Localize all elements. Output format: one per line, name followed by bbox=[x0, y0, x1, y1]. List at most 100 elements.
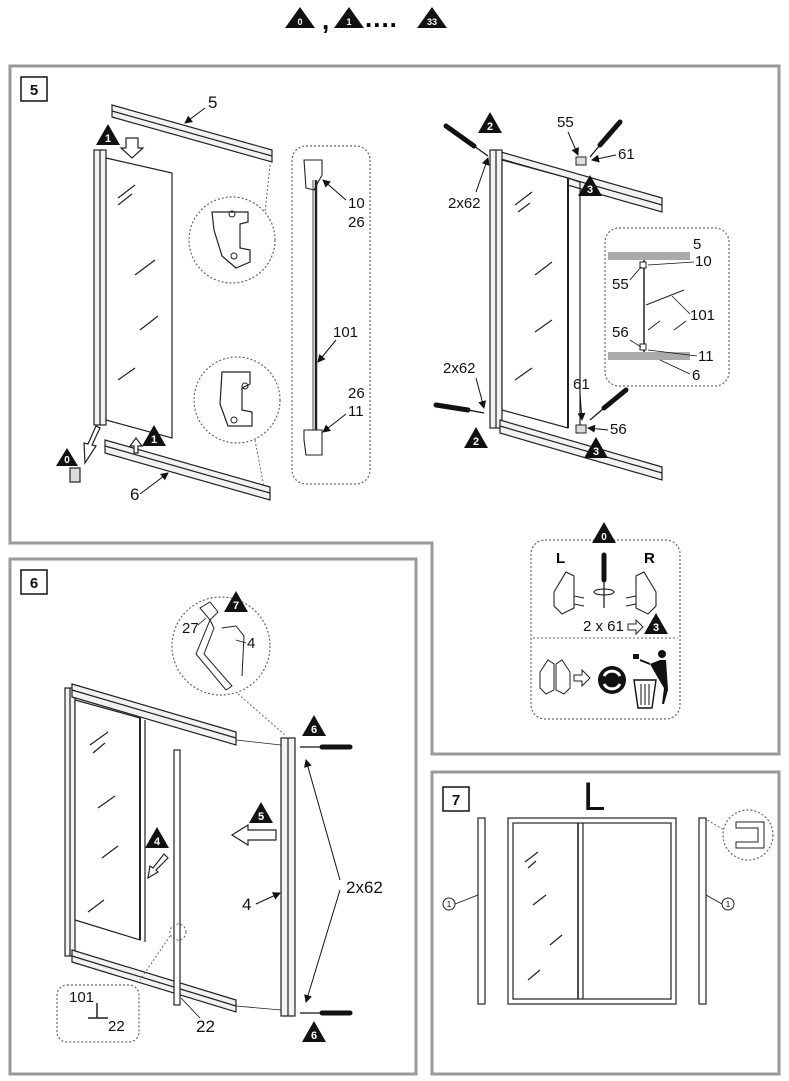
badge-2-top bbox=[478, 112, 502, 133]
profile-detail-top bbox=[188, 164, 276, 284]
step5-door-panel bbox=[69, 104, 273, 501]
screwdriver-top-right bbox=[589, 119, 623, 158]
badge-6-bottom bbox=[302, 1021, 326, 1042]
label-61-bottom: 61 bbox=[573, 376, 590, 393]
label-screws-top: 2x62 bbox=[448, 195, 481, 212]
profile-detail-bottom bbox=[193, 356, 281, 488]
svg-text:2: 2 bbox=[487, 121, 493, 133]
badge-1-top bbox=[96, 124, 120, 145]
svg-text:1: 1 bbox=[105, 133, 111, 145]
detail-label-10: 10 bbox=[695, 253, 712, 270]
roller-detail-box bbox=[291, 145, 371, 485]
label-22-detail: 22 bbox=[108, 1018, 125, 1035]
label-22-rod: 22 bbox=[196, 1017, 215, 1036]
step6-door-assembly bbox=[64, 683, 296, 1017]
step5-panel bbox=[8, 64, 781, 756]
insert-arrow-top bbox=[119, 137, 145, 159]
svg-text:5: 5 bbox=[258, 811, 264, 823]
detail-label-55: 55 bbox=[612, 276, 629, 293]
stopper-left bbox=[553, 571, 585, 615]
label-11: 11 bbox=[348, 403, 364, 420]
slide-arrow-4 bbox=[147, 853, 169, 880]
screwdriver-top-left bbox=[443, 123, 489, 157]
tool-badge-3 bbox=[644, 613, 668, 634]
badge-6-top bbox=[302, 715, 326, 736]
svg-text:4: 4 bbox=[154, 836, 161, 848]
detail-label-56: 56 bbox=[612, 324, 629, 341]
label-27: 27 bbox=[182, 620, 199, 637]
disposal-row bbox=[539, 650, 668, 709]
stopper-right bbox=[625, 571, 657, 615]
label-26-bottom: 26 bbox=[348, 385, 365, 402]
label-bottom-rail: 6 bbox=[130, 485, 139, 504]
step7-number: 7 bbox=[452, 792, 460, 809]
detail-marker-22 bbox=[169, 923, 187, 941]
detail-leader-6 bbox=[228, 685, 287, 737]
tool-badge-0 bbox=[592, 522, 616, 543]
label-screws-step6: 2x62 bbox=[346, 878, 383, 897]
label-4-profile: 4 bbox=[242, 895, 251, 914]
tool-label-right: R bbox=[644, 550, 655, 567]
svg-text:6: 6 bbox=[311, 724, 317, 736]
label-101-detail: 101 bbox=[69, 989, 94, 1006]
svg-text:3: 3 bbox=[653, 622, 659, 634]
badge-4 bbox=[145, 827, 169, 848]
label-26-top: 26 bbox=[348, 214, 365, 231]
badge-3-bottom bbox=[584, 437, 608, 458]
step6-number-box bbox=[20, 569, 48, 595]
badge-7 bbox=[224, 591, 248, 612]
label-56: 56 bbox=[610, 421, 627, 438]
svg-text:6: 6 bbox=[311, 1030, 317, 1042]
svg-text:2: 2 bbox=[473, 436, 479, 448]
svg-text:1: 1 bbox=[726, 900, 731, 909]
label-10: 10 bbox=[348, 195, 365, 212]
rail-detail-box bbox=[604, 227, 730, 387]
label-55: 55 bbox=[557, 114, 574, 131]
step6-number: 6 bbox=[30, 575, 38, 592]
badge-3-top bbox=[578, 175, 602, 196]
badge-2-bottom bbox=[464, 427, 488, 448]
svg-text:0: 0 bbox=[64, 455, 70, 466]
step5-assembled-door bbox=[489, 149, 663, 481]
clip-detail-circle bbox=[171, 596, 271, 696]
svg-text:0: 0 bbox=[601, 532, 607, 543]
step5-number: 5 bbox=[30, 82, 38, 99]
tool-arrow bbox=[627, 618, 644, 636]
screwdriver-bottom-left bbox=[433, 402, 485, 414]
badge-1-bottom bbox=[142, 425, 166, 446]
part-55-top bbox=[575, 156, 587, 166]
insert-arrow-bottom bbox=[128, 437, 144, 454]
label-top-rail: 5 bbox=[208, 93, 217, 112]
svg-text:3: 3 bbox=[587, 184, 593, 196]
rod-detail-box bbox=[56, 984, 140, 1043]
tool-screws-label: 2 x 61 bbox=[583, 618, 624, 635]
header-badge-second: 1 bbox=[346, 17, 351, 27]
step7-door bbox=[477, 817, 707, 1005]
screwdriver-tool bbox=[593, 552, 615, 608]
detail-label-5: 5 bbox=[693, 236, 701, 253]
label-61-top: 61 bbox=[618, 146, 635, 163]
remove-arrow bbox=[83, 425, 101, 465]
screwdriver-bottom-right bbox=[589, 387, 629, 421]
step7-profile-detail bbox=[703, 809, 774, 861]
slide-arrow-5 bbox=[230, 823, 277, 847]
svg-text:3: 3 bbox=[593, 446, 599, 458]
step7-number-box bbox=[442, 786, 470, 812]
header-separator: , bbox=[322, 5, 329, 35]
step6-panel bbox=[8, 557, 418, 1076]
svg-text:1: 1 bbox=[447, 900, 452, 909]
header-badge-end: 33 bbox=[427, 17, 437, 27]
step5-number-box bbox=[20, 76, 48, 102]
detail-label-11: 11 bbox=[698, 348, 714, 365]
badge-5 bbox=[249, 802, 273, 823]
label-101: 101 bbox=[333, 324, 358, 341]
detail-label-101: 101 bbox=[690, 307, 715, 324]
label-screws-bottom: 2x62 bbox=[443, 360, 476, 377]
tool-label-left: L bbox=[556, 550, 565, 567]
step7-panel bbox=[430, 770, 781, 1076]
label-4-detail: 4 bbox=[247, 635, 255, 652]
badge-0 bbox=[56, 448, 78, 466]
detail-label-6: 6 bbox=[692, 367, 700, 384]
header-sequence: 0 , 1 .... 33 bbox=[285, 3, 447, 35]
